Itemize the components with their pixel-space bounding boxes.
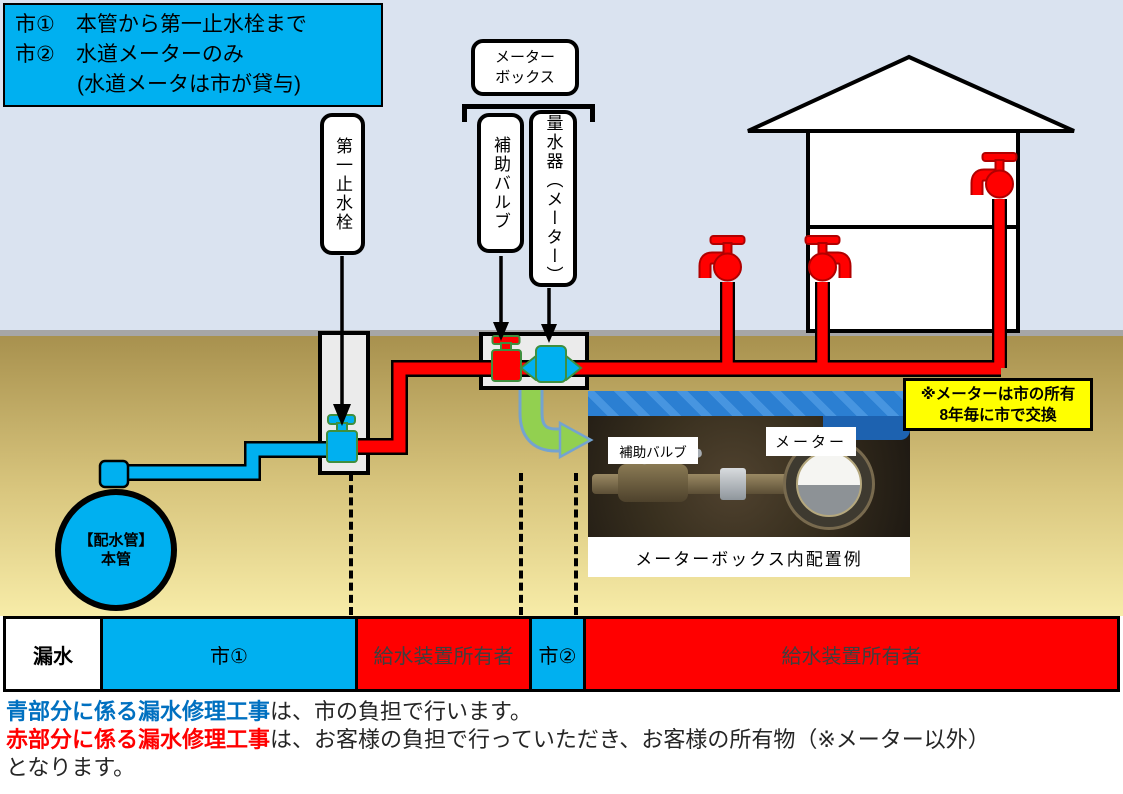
meter-box-bracket bbox=[462, 104, 595, 122]
photo-meter-tag: メーター bbox=[766, 427, 856, 456]
note-closing-line: となります。 bbox=[6, 755, 136, 780]
meter-box-photo: 補助バルブ メーター メーターボックス内配置例 bbox=[588, 391, 910, 577]
first-stop-valve-callout: 第一止水栓 bbox=[320, 113, 365, 255]
photo-interior: 補助バルブ メーター bbox=[588, 416, 910, 537]
note-line2: 8年毎に市で交換 bbox=[939, 407, 1057, 424]
blue-works-rest: は、市の負担で行います。 bbox=[270, 699, 532, 724]
water-meter-icon bbox=[519, 345, 583, 383]
red-works-rest: は、お客様の負担で行っていただき、お客様の所有物（※メーター以外） bbox=[270, 727, 990, 752]
note-red-line: 赤部分に係る漏水修理工事は、お客様の負担で行っていただき、お客様の所有物（※メー… bbox=[6, 726, 1118, 754]
main-tap-fitting bbox=[98, 459, 130, 489]
bar-segment-owner1: 給水装置所有者 bbox=[355, 619, 529, 689]
green-photo-arrow-icon bbox=[518, 390, 594, 460]
boundary-dash-meter-right bbox=[574, 473, 578, 615]
faucet-icon-first-floor bbox=[804, 235, 852, 282]
meter-box-callout: メーター ボックス bbox=[471, 39, 579, 96]
red-service-pipes bbox=[355, 199, 1005, 453]
pointer-arrows bbox=[340, 256, 551, 406]
red-works-highlight: 赤部分に係る漏水修理工事 bbox=[6, 727, 271, 752]
main-circle-line1: 【配水管】 bbox=[78, 532, 154, 549]
meter-box-callout-line2: ボックス bbox=[495, 68, 555, 86]
explanatory-notes: 青部分に係る漏水修理工事は、市の負担で行います。 赤部分に係る漏水修理工事は、お… bbox=[6, 698, 1118, 782]
photo-brass-valve bbox=[618, 464, 688, 502]
photo-meter-dial bbox=[796, 451, 862, 517]
main-circle-line2: 本管 bbox=[100, 551, 131, 568]
photo-blue-lid bbox=[588, 391, 910, 416]
photo-aux-valve-tag: 補助バルブ bbox=[608, 437, 698, 464]
aux-valve-callout: 補助バルブ bbox=[477, 113, 524, 253]
legend-line2: 市② 水道メーターのみ bbox=[15, 43, 244, 66]
pointer-arrowheads bbox=[333, 322, 557, 426]
faucet-icon-outdoor bbox=[698, 235, 746, 282]
bar-segment-city2: 市② bbox=[529, 619, 583, 689]
boundary-dash-meter-left bbox=[519, 473, 523, 615]
note-blue-line: 青部分に係る漏水修理工事は、市の負担で行います。 bbox=[6, 698, 1118, 726]
house-floor-divider bbox=[810, 225, 1016, 229]
meter-ownership-note: ※メーターは市の所有 8年毎に市で交換 bbox=[903, 378, 1093, 431]
aux-valve-icon bbox=[491, 335, 522, 382]
house bbox=[806, 129, 1020, 333]
photo-caption: メーターボックス内配置例 bbox=[588, 537, 910, 577]
house-roof-icon bbox=[747, 54, 1075, 133]
note-line1: ※メーターは市の所有 bbox=[920, 386, 1076, 403]
water-meter-callout: 量水器（メーター） bbox=[529, 110, 577, 287]
bar-segment-city1: 市① bbox=[100, 619, 355, 689]
boundary-dash-first-stop bbox=[349, 473, 353, 615]
legend-line3: (水道メータは市が貸与) bbox=[77, 73, 301, 96]
legend-line1: 市① 本管から第一止水栓まで bbox=[15, 13, 307, 36]
bar-leak-label: 漏水 bbox=[6, 619, 100, 689]
main-pipe-circle: 【配水管】 本管 bbox=[55, 489, 177, 611]
blue-service-pipe bbox=[112, 443, 332, 479]
legend-box: 市① 本管から第一止水栓まで 市② 水道メーターのみ (水道メータは市が貸与) bbox=[3, 3, 383, 107]
blue-works-highlight: 青部分に係る漏水修理工事 bbox=[6, 699, 271, 724]
faucet-icon-second-floor bbox=[970, 152, 1018, 199]
meter-box-callout-line1: メーター bbox=[494, 48, 555, 66]
photo-coupling bbox=[720, 468, 746, 500]
bar-segment-owner2: 給水装置所有者 bbox=[583, 619, 1117, 689]
responsibility-bar: 漏水 市① 給水装置所有者 市② 給水装置所有者 bbox=[3, 616, 1120, 692]
